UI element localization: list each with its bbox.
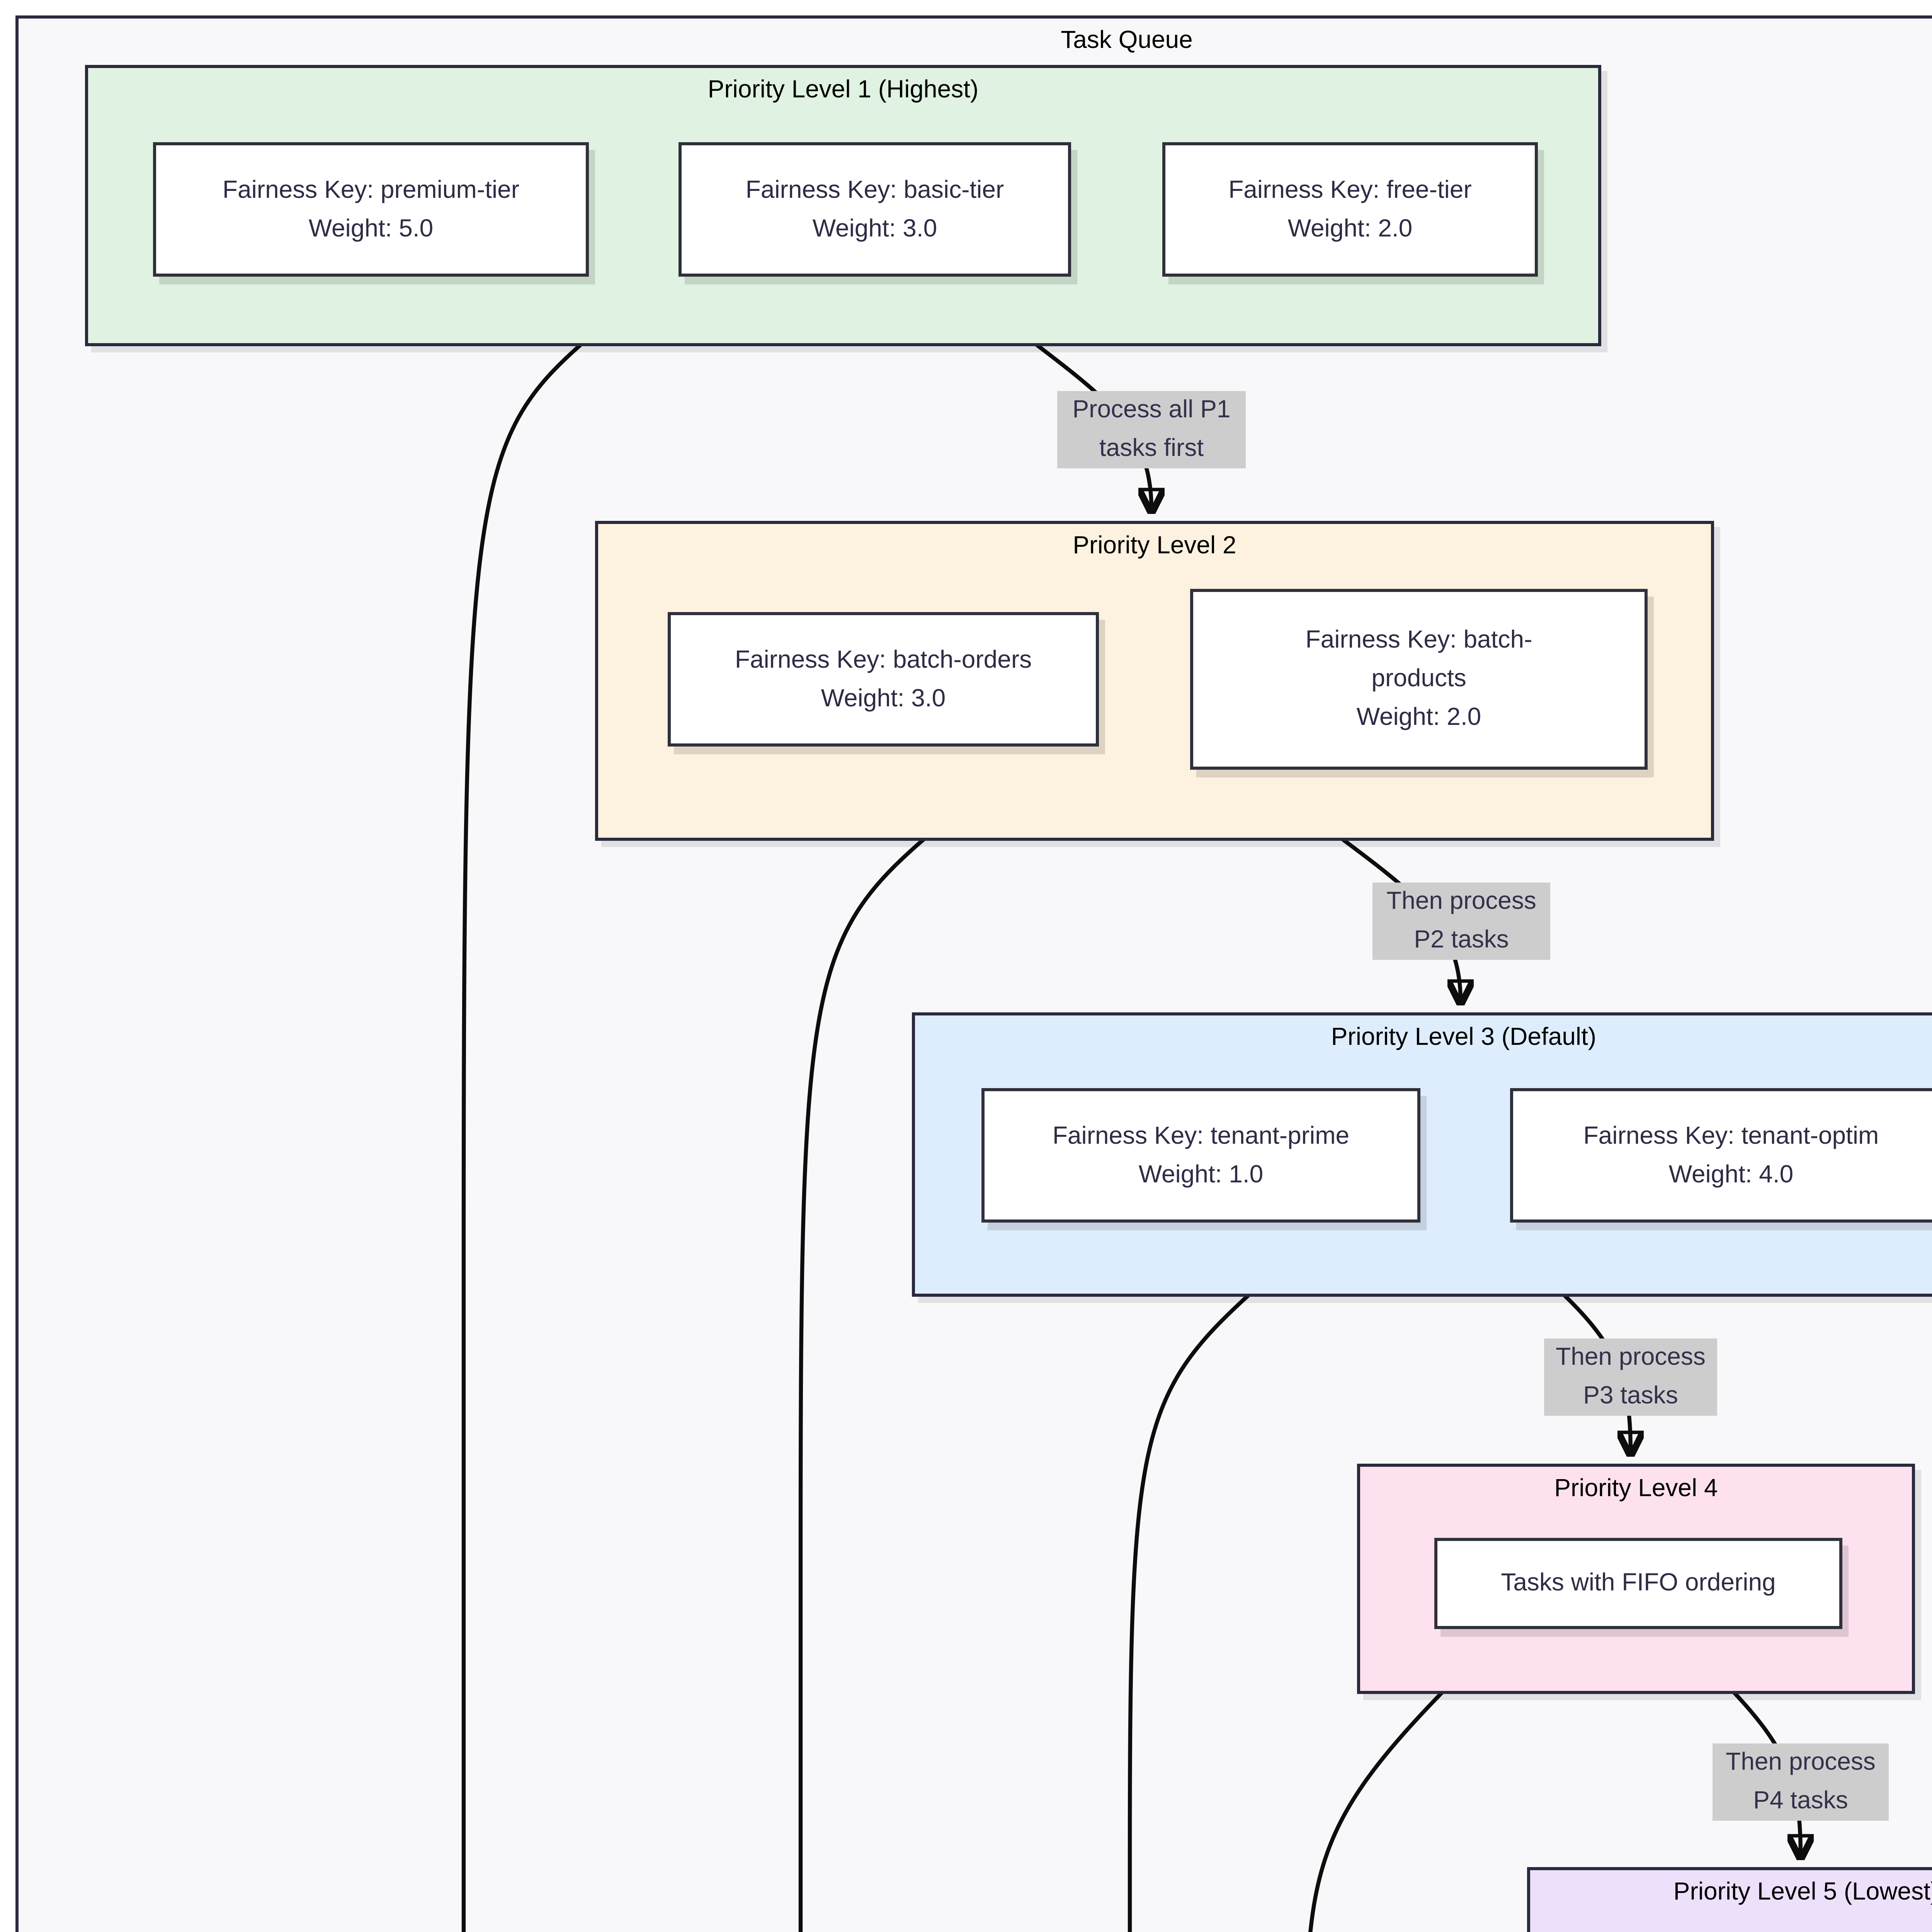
edge-label-process-p1-line1: Process all P1 — [1072, 397, 1231, 423]
node-tenant-optim-line2: Weight: 4.0 — [1668, 1162, 1794, 1188]
edge-label-process-p4-line2: P4 tasks — [1753, 1788, 1848, 1815]
priority-level-3-title: Priority Level 3 (Default) — [1331, 1025, 1597, 1051]
node-tenant-prime-line2: Weight: 1.0 — [1138, 1162, 1264, 1188]
edge-label-process-p2-line2: P2 tasks — [1414, 927, 1509, 954]
node-tenant-prime: Fairness Key: tenant-prime Weight: 1.0 — [981, 1088, 1420, 1223]
priority-level-2-group: Priority Level 2 Fairness Key: batch-ord… — [595, 521, 1714, 841]
node-free-tier: Fairness Key: free-tier Weight: 2.0 — [1162, 142, 1538, 277]
node-premium-tier-line2: Weight: 5.0 — [308, 216, 434, 242]
edge-label-process-p2-line1: Then process — [1386, 889, 1536, 915]
priority-level-5-title: Priority Level 5 (Lowest) — [1673, 1879, 1932, 1906]
edge-label-process-p1: Process all P1 tasks first — [1057, 391, 1246, 468]
edge-label-process-p4: Then process P4 tasks — [1713, 1743, 1889, 1821]
edge-label-process-p4-line1: Then process — [1726, 1750, 1876, 1776]
node-free-tier-line2: Weight: 2.0 — [1287, 216, 1413, 242]
node-batch-orders-line1: Fairness Key: batch-orders — [735, 647, 1032, 673]
node-tenant-optim: Fairness Key: tenant-optim Weight: 4.0 — [1510, 1088, 1932, 1223]
arrow-p3-to-workers — [1128, 1291, 1253, 1932]
node-basic-tier-line2: Weight: 3.0 — [812, 216, 937, 242]
edge-label-process-p3-line1: Then process — [1556, 1345, 1706, 1371]
arrow-p2-to-workers — [798, 835, 929, 1932]
node-p4-fifo: Tasks with FIFO ordering — [1434, 1538, 1842, 1629]
arrow-p1-to-workers — [461, 340, 586, 1932]
priority-level-1-group: Priority Level 1 (Highest) Fairness Key:… — [85, 65, 1601, 346]
priority-level-5-group: Priority Level 5 (Lowest) Tasks with FIF… — [1527, 1867, 1932, 1932]
node-basic-tier: Fairness Key: basic-tier Weight: 3.0 — [679, 142, 1071, 277]
edge-label-process-p1-line2: tasks first — [1099, 436, 1204, 462]
node-batch-products-line1: Fairness Key: batch- — [1305, 628, 1532, 654]
priority-level-2-title: Priority Level 2 — [1073, 533, 1236, 560]
node-tenant-optim-line1: Fairness Key: tenant-optim — [1583, 1123, 1879, 1149]
arrow-p4-to-workers — [1308, 1688, 1447, 1932]
node-premium-tier: Fairness Key: premium-tier Weight: 5.0 — [153, 142, 589, 277]
priority-level-4-title: Priority Level 4 — [1554, 1476, 1718, 1502]
priority-level-1-title: Priority Level 1 (Highest) — [707, 77, 979, 104]
edge-label-process-p3: Then process P3 tasks — [1544, 1338, 1717, 1416]
node-free-tier-line1: Fairness Key: free-tier — [1228, 177, 1472, 203]
node-batch-orders-line2: Weight: 3.0 — [821, 685, 946, 712]
edge-label-process-p3-line2: P3 tasks — [1583, 1383, 1678, 1410]
node-batch-orders: Fairness Key: batch-orders Weight: 3.0 — [668, 612, 1099, 747]
task-queue-title: Task Queue — [1061, 28, 1193, 54]
node-p4-fifo-line1: Tasks with FIFO ordering — [1501, 1570, 1776, 1597]
edge-label-process-p2: Then process P2 tasks — [1372, 883, 1550, 960]
priority-level-3-group: Priority Level 3 (Default) Fairness Key:… — [912, 1012, 1932, 1297]
node-basic-tier-line1: Fairness Key: basic-tier — [745, 177, 1004, 203]
priority-level-4-group: Priority Level 4 Tasks with FIFO orderin… — [1357, 1464, 1915, 1694]
node-tenant-prime-line1: Fairness Key: tenant-prime — [1052, 1123, 1350, 1149]
node-batch-products-line3: Weight: 2.0 — [1356, 705, 1481, 731]
node-premium-tier-line1: Fairness Key: premium-tier — [222, 177, 520, 203]
node-batch-products: Fairness Key: batch- products Weight: 2.… — [1190, 589, 1648, 770]
node-batch-products-line2: products — [1371, 666, 1466, 692]
